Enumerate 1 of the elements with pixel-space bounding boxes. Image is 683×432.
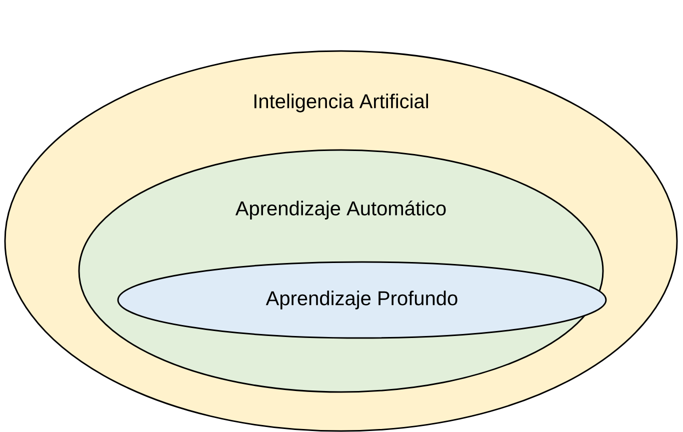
ellipse-region: Aprendizaje Profundo <box>117 261 607 339</box>
